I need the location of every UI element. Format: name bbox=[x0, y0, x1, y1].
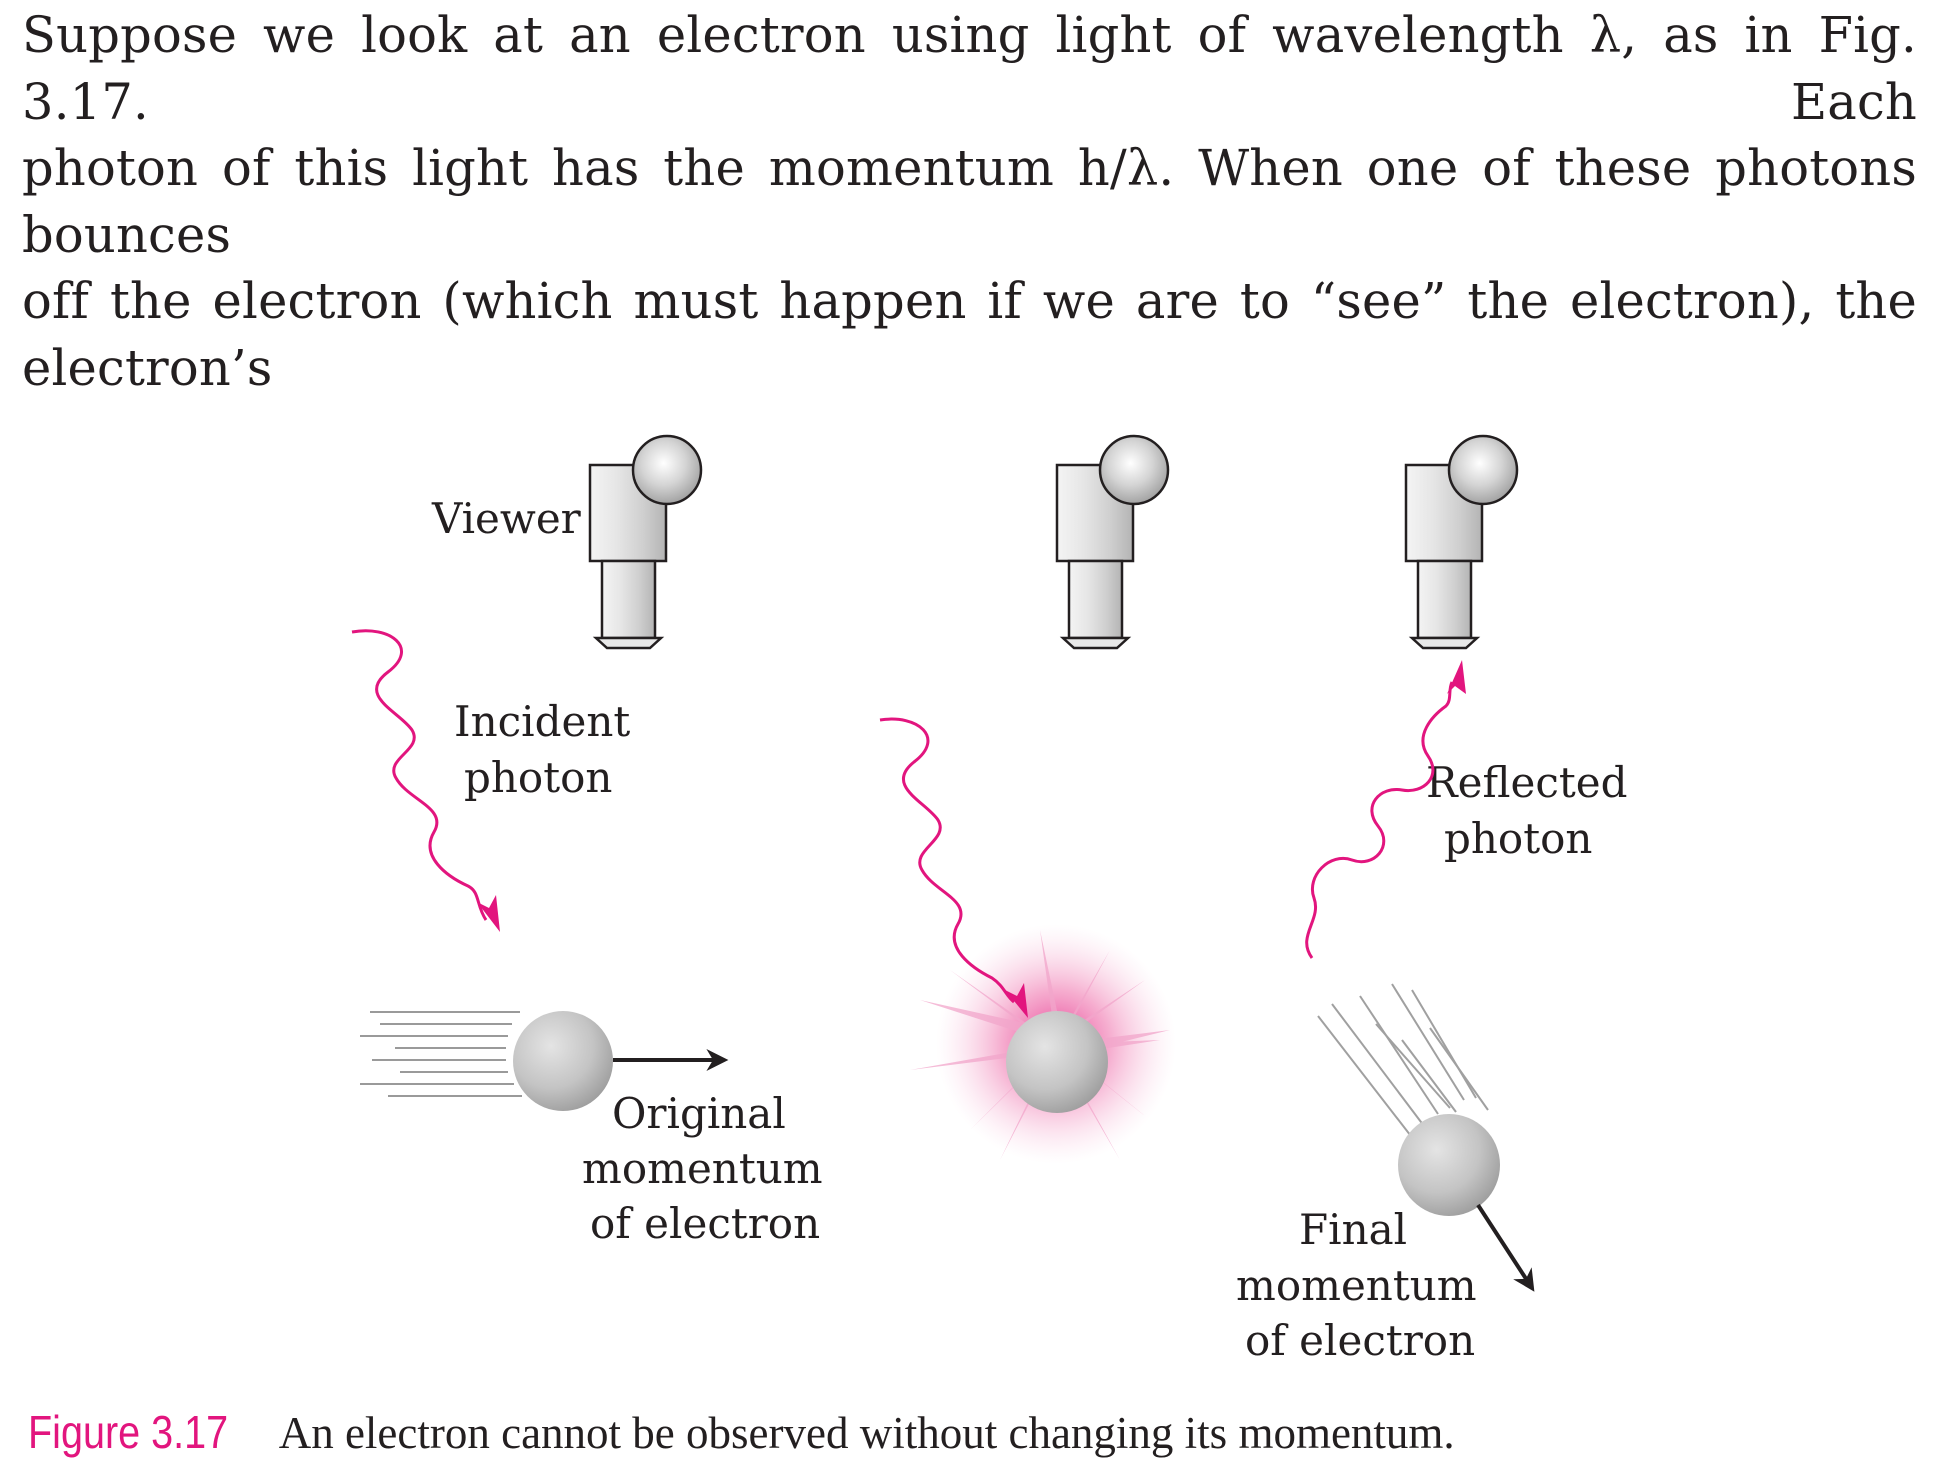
final-momentum-label-line1: Final bbox=[1299, 1205, 1407, 1254]
body-paragraph: Suppose we look at an electron using lig… bbox=[22, 2, 1917, 401]
viewer-camera-3 bbox=[1404, 434, 1519, 650]
figure-number: Figure 3.17 bbox=[28, 1406, 229, 1458]
incident-photon-arrowhead-1 bbox=[477, 895, 500, 932]
viewer-camera-1 bbox=[588, 434, 703, 650]
figure-caption: Figure 3.17 An electron cannot be observe… bbox=[28, 1405, 1455, 1459]
electron-1 bbox=[513, 1011, 613, 1111]
motion-lines-1 bbox=[360, 1011, 522, 1097]
original-momentum-label-line1: Original bbox=[612, 1089, 786, 1138]
original-momentum-label-line3: of electron bbox=[590, 1199, 820, 1248]
reflected-photon-label-line2: photon bbox=[1444, 814, 1592, 863]
reflected-photon-arrowhead bbox=[1447, 660, 1466, 694]
viewer-camera-2 bbox=[1055, 434, 1170, 650]
final-momentum-label-line2: momentum bbox=[1236, 1261, 1477, 1310]
electron-2 bbox=[1006, 1011, 1108, 1113]
reflected-photon-wave bbox=[1305, 681, 1454, 959]
motion-lines-3 bbox=[1317, 983, 1489, 1141]
incident-photon-label-line2: photon bbox=[464, 753, 612, 802]
incident-photon-wave-1 bbox=[351, 629, 488, 921]
paragraph-line-3: off the electron (which must happen if w… bbox=[22, 272, 1917, 397]
final-momentum-arrow bbox=[1476, 1203, 1535, 1292]
incident-photon-label-line1: Incident bbox=[454, 697, 630, 746]
incident-photon-arrowhead-2 bbox=[1005, 983, 1028, 1018]
incident-photon-wave-2 bbox=[879, 717, 1015, 1004]
reflected-photon-label-line1: Reflected bbox=[1426, 758, 1628, 807]
paragraph-line-1: Suppose we look at an electron using lig… bbox=[22, 6, 1917, 131]
viewer-label: Viewer bbox=[431, 494, 582, 543]
electron-3 bbox=[1398, 1114, 1500, 1216]
original-momentum-label-line2: momentum bbox=[582, 1144, 823, 1193]
caption-text: An electron cannot be observed without c… bbox=[278, 1408, 1455, 1458]
paragraph-line-2: photon of this light has the momentum h/… bbox=[22, 139, 1917, 264]
final-momentum-label-line3: of electron bbox=[1245, 1316, 1475, 1365]
